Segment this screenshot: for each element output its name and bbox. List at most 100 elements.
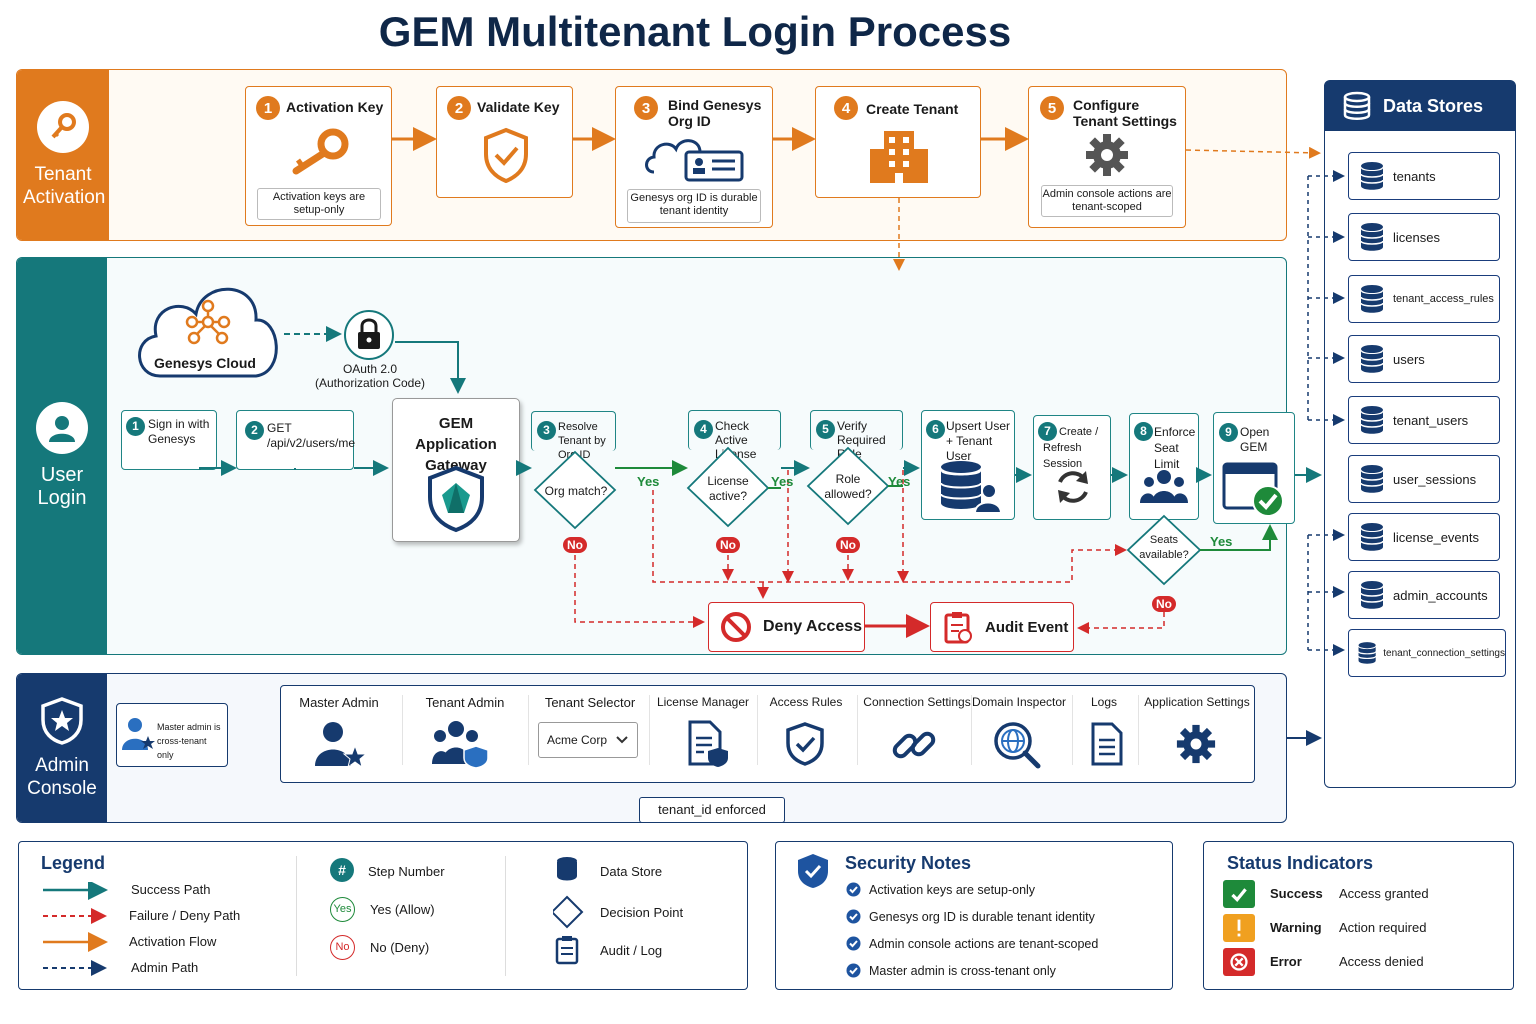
database-icon <box>1360 223 1384 251</box>
step-number-badge: 5 <box>816 420 835 439</box>
database-icon <box>1360 345 1384 373</box>
admin-menu-item[interactable]: Connection Settings <box>863 695 971 709</box>
application-settings-gear-icon[interactable] <box>1176 724 1216 764</box>
user-icon <box>36 402 88 454</box>
admin-shield-star-icon <box>41 697 83 745</box>
yes-label: Yes <box>888 474 911 489</box>
admin-console-label: Admin Console <box>27 755 97 799</box>
step-number-badge: 3 <box>537 421 556 440</box>
admin-menu-divider <box>970 695 972 765</box>
audit-event-label: Audit Event <box>985 618 1069 636</box>
step-number-badge: 4 <box>834 96 858 120</box>
activation-note: Admin console actions are tenant-scoped <box>1041 185 1173 217</box>
data-store-item: tenant_connection_settings <box>1348 629 1506 677</box>
tenant-activation-header: Tenant Activation <box>17 70 109 240</box>
legend-panel: Legend Success Path Failure / Deny Path … <box>18 841 748 990</box>
login-step-8: 8 Enforce Seat Limit <box>1129 413 1199 520</box>
database-icon <box>1360 285 1384 313</box>
step-number-badge: 9 <box>1219 423 1238 442</box>
legend-symbol-label: No (Deny) <box>370 940 430 955</box>
step-number-badge: 1 <box>126 417 145 436</box>
login-step-1: 1 Sign in with Genesys <box>121 410 217 470</box>
tenant-selector-dropdown[interactable]: Acme Corp <box>538 722 638 758</box>
domain-inspector-globe-magnifier-icon[interactable] <box>992 720 1042 770</box>
admin-menu-item[interactable]: Access Rules <box>769 695 843 709</box>
user-login-header: User Login <box>17 258 107 654</box>
cloud-id-card-icon <box>645 139 744 182</box>
step-number-badge: 6 <box>926 420 945 439</box>
security-note-item: Admin console actions are tenant-scoped <box>846 936 1098 951</box>
app-window-check-icon <box>1222 462 1284 517</box>
check-circle-icon <box>846 963 861 978</box>
no-badge: No <box>1152 596 1176 612</box>
admin-menu-item[interactable]: Tenant Admin <box>425 695 505 710</box>
admin-menu-divider <box>1071 695 1073 765</box>
login-step-4: 4 Check Active License <box>688 410 781 461</box>
oauth-subtitle: (Authorization Code) <box>314 376 426 390</box>
activation-step-label: Validate Key <box>477 99 560 115</box>
license-document-icon[interactable] <box>686 720 728 768</box>
activation-step-3: 3 Bind Genesys Org ID Genesys org ID is … <box>615 86 773 228</box>
check-icon <box>1223 880 1255 908</box>
data-store-name: tenants <box>1393 168 1436 184</box>
key-icon <box>37 101 89 153</box>
genesys-cloud-label: Genesys Cloud <box>154 355 256 371</box>
legend-line-label: Activation Flow <box>129 934 217 949</box>
access-rules-shield-icon[interactable] <box>785 722 825 766</box>
yes-label: Yes <box>637 474 660 489</box>
link-chain-icon[interactable] <box>891 722 937 768</box>
legend-symbol-label: Yes (Allow) <box>370 902 435 917</box>
master-admin-icon[interactable] <box>313 720 367 768</box>
login-step-label: Upsert User + Tenant User <box>946 419 1011 463</box>
activation-step-label: Activation Key <box>286 99 384 115</box>
data-store-item: licenses <box>1348 213 1500 261</box>
tenant-admin-icon[interactable] <box>432 720 488 768</box>
data-store-name: admin_accounts <box>1393 587 1488 603</box>
data-store-item: users <box>1348 335 1500 383</box>
login-step-3: 3 Resolve Tenant by Org ID <box>531 411 616 461</box>
data-store-item: license_events <box>1348 513 1500 561</box>
admin-menu-item[interactable]: Logs <box>1090 695 1118 709</box>
legend-shape-label: Data Store <box>600 864 663 879</box>
admin-menu-item[interactable]: License Manager <box>656 695 750 709</box>
data-store-item: tenant_access_rules <box>1348 275 1500 323</box>
data-store-name: license_events <box>1393 529 1479 545</box>
master-admin-note: Master admin is cross-tenant only <box>116 703 228 767</box>
database-icon <box>1360 406 1384 434</box>
admin-menu-item[interactable]: Master Admin <box>299 695 379 710</box>
decision-label: Org match? <box>544 484 608 498</box>
data-store-name: user_sessions <box>1393 471 1477 487</box>
prohibited-icon <box>721 612 751 642</box>
login-step-label: Open GEM <box>1240 425 1270 454</box>
step-number-badge: 4 <box>694 420 713 439</box>
refresh-icon <box>1058 471 1088 503</box>
step-number-badge: 5 <box>1040 96 1064 120</box>
gem-application-gateway: GEM Application Gateway <box>392 398 520 542</box>
data-store-item: tenant_users <box>1348 396 1500 444</box>
legend-symbol-label: Step Number <box>368 864 445 879</box>
tenant-selector-value: Acme Corp <box>547 733 608 747</box>
security-notes-panel: Security Notes Activation keys are setup… <box>775 841 1173 990</box>
database-icon <box>1360 523 1384 551</box>
decision-label: Seats available? <box>1139 534 1189 561</box>
data-store-name: tenant_users <box>1393 412 1469 428</box>
step-number-badge: 3 <box>634 96 658 120</box>
chevron-down-icon <box>616 736 628 744</box>
admin-menu-divider <box>1138 695 1139 765</box>
activation-note: Activation keys are setup-only <box>257 188 381 220</box>
security-note-text: Admin console actions are tenant-scoped <box>869 936 1099 951</box>
admin-menu-item[interactable]: Application Settings <box>1144 695 1250 709</box>
admin-menu-item[interactable]: Tenant Selector <box>544 695 636 710</box>
legend-line-samples <box>43 882 108 976</box>
data-stores-header: Data Stores <box>1325 81 1515 131</box>
step-number-badge: 2 <box>447 96 471 120</box>
admin-menu-item[interactable]: Domain Inspector <box>971 695 1067 709</box>
legend-step-number-symbol: # <box>330 858 354 882</box>
security-note-text: Activation keys are setup-only <box>869 882 1036 897</box>
status-name: Error <box>1270 954 1302 969</box>
logs-document-icon[interactable] <box>1090 722 1124 766</box>
data-store-name: licenses <box>1393 229 1440 245</box>
login-step-2: 2 GET /api/v2/users/me <box>236 410 355 470</box>
legend-divider <box>296 856 297 976</box>
